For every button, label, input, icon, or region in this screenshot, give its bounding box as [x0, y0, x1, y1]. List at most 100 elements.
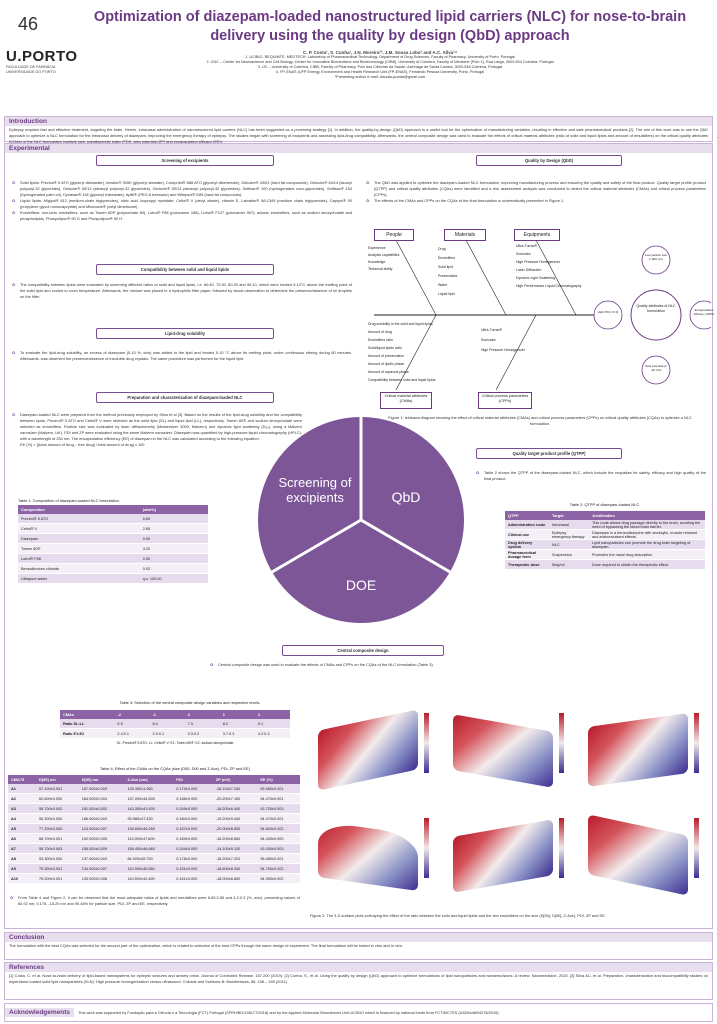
table-cell: 6.65 [139, 514, 208, 524]
cma-box: Critical material attributes (CMAs) [380, 392, 432, 409]
table-cell: 186.000±0.003 [78, 813, 125, 824]
table-cell: 92.000±0.003 [257, 843, 300, 854]
table-cell: Precirol® 5 ATO [18, 514, 140, 524]
table-cell: 124.000±0.007 [78, 823, 125, 834]
solid-lipids-item: Solid lipids: Precirol® 5 ATO (glyceryl … [12, 180, 352, 198]
prep-heading: Preparation and characterization of diaz… [96, 392, 274, 403]
table-cell: 110.900±40.080 [124, 863, 174, 874]
material-item: Drug [438, 247, 446, 251]
equipment-item: Sonicator [516, 252, 531, 256]
table-cell: 8.4 [149, 719, 185, 729]
qtpp-text: Table 2 shows the QTPP of the diazepam-l… [476, 470, 706, 482]
table-cell: 55.700±0.002 [36, 803, 79, 814]
table-cell: 0.02 [139, 563, 208, 574]
references-section: References [1] Costa, C. et al. Nose-to-… [4, 962, 713, 1000]
process-circle: Screening of excipients QbD DOE [258, 417, 464, 623]
table3-header: 2 [254, 710, 290, 719]
table-cell: 93.980±47.430 [124, 813, 174, 824]
affiliation-3: 3. UC – University of Coimbra, CIBB, Fac… [257, 65, 503, 69]
table-cell: Pharmaceutical dosage form [505, 549, 549, 560]
material-item: Solid lipid [438, 265, 453, 269]
table-cell: 75.200±0.001 [36, 873, 79, 884]
surface-plot [310, 810, 430, 905]
affiliation-1: 1. UCIBIO, REQUIMTE, MEDTECH, Laboratory… [245, 55, 515, 59]
fig2-caption: Figure 2: The 3-D surface plots portrayi… [310, 913, 606, 918]
table-cell: A8 [8, 853, 37, 864]
logo-subtitle: FACULDADE DE FARMÁCIA UNIVERSIDADE DO PO… [6, 65, 56, 74]
table-cell: A4 [8, 813, 37, 824]
equipments-box: Equipments [514, 229, 560, 241]
ccd-conclusion: From Table 4 and Figure 2, it can be obs… [10, 895, 300, 907]
table-cell: 57.100±0.001 [36, 784, 79, 794]
table-cell: 137.000±44.600 [124, 793, 174, 804]
cma-item: Emulsifiers ratio [368, 338, 393, 342]
table-cell: Ratio SL:LL [60, 719, 115, 729]
qtpp-item: Table 2 shows the QTPP of the diazepam-l… [476, 470, 706, 482]
table-cell: 75.300±0.001 [36, 863, 79, 874]
prep-item: Diazepam-loaded NLC were prepared from t… [12, 412, 302, 442]
table-cell: 113.900±47.600 [124, 833, 174, 844]
surface-plot [580, 705, 700, 800]
table-cell: 53.960±0.001 [257, 784, 300, 794]
equipment-item: High Pressure Homogenizer [516, 260, 560, 264]
color-legend [694, 713, 699, 773]
people-item: Knowledge [368, 260, 386, 264]
satellite-bottom: Zeta potential (≤ -30 mV) [645, 364, 667, 372]
table-cell: 191.000±0.002 [78, 803, 125, 814]
table-cell: 155.000±0.009 [78, 843, 125, 854]
cma-item: Compatibility between solid and liquid l… [368, 378, 436, 382]
table-cell: 110.500±42.490 [124, 873, 174, 884]
surface-mesh [453, 819, 553, 893]
circle-screening-label: Screening of excipients [278, 475, 352, 505]
table3-header: -1 [149, 710, 185, 719]
poster-number: 46 [18, 14, 39, 34]
cma-items: Drug solubility in the solid and liquid … [368, 320, 478, 384]
table1-caption: Table 1: Composition of diazepam-loaded … [18, 498, 120, 503]
table-cell: 7.3 [184, 719, 220, 729]
table4-header: Z-Ave (nm) [124, 775, 174, 784]
table4-header: D[90] nm [78, 775, 125, 784]
materials-box: Materials [444, 229, 486, 241]
table-cell: 0.188±0.000 [173, 793, 213, 804]
table-cell: 9.1 [254, 719, 290, 729]
table-cell: 55.700±0.003 [36, 843, 79, 854]
table-cell: 0.180±0.000 [173, 813, 213, 824]
conclusion-heading: Conclusion [5, 933, 712, 942]
table3-header: 1 [219, 710, 255, 719]
cpp-item: High Pressure Homogenizer [481, 348, 525, 352]
surface-mesh [453, 714, 553, 788]
ishikawa-diagram: People Materials Equipments Experience A… [366, 220, 717, 410]
ccd-heading: Central composite design [282, 645, 444, 656]
equipment-item: Laser Diffraction [516, 268, 542, 272]
qtpp-heading: Quality target product profile (QTPP) [476, 448, 622, 459]
table-cell: 0.50 [139, 553, 208, 564]
table-cell: 184.000±0.004 [78, 793, 125, 804]
table-cell: Administration route [505, 520, 549, 530]
table-cell: 133.000±0.008 [78, 873, 125, 884]
compat-heading: Compatibility between solid and liquid l… [96, 264, 274, 275]
cpp-item: Sonicator [481, 338, 496, 342]
table-cell: 68.700±0.001 [36, 833, 79, 844]
corresponding-email: *Presenting author e-mail: claudia-pcost… [334, 75, 426, 79]
affiliation-2: 2. CNC – Center for Neuroscience and Cel… [206, 60, 554, 64]
qbd-heading: Quality by Design (QbD) [476, 155, 622, 166]
ccd-conclusion-item: From Table 4 and Figure 2, it can be obs… [10, 895, 300, 907]
cpp-box: Critical process parameters (CPPs) [478, 392, 532, 409]
table-cell: 55.300±0.000 [36, 813, 79, 824]
circle-qbd-label: QbD [391, 489, 421, 505]
table-cell: Lipid nanoparticles can promote the drug… [589, 539, 705, 550]
table2-header: Justification [589, 511, 705, 520]
qbd-item-2: The effects of the CMAs and CPPs on the … [366, 198, 706, 204]
solubility-text: To evaluate the lipid-drug solubility, a… [12, 350, 352, 362]
prep-text: Diazepam-loaded NLC were prepared from t… [12, 412, 302, 448]
table-cell: 134.000±0.007 [78, 863, 125, 874]
